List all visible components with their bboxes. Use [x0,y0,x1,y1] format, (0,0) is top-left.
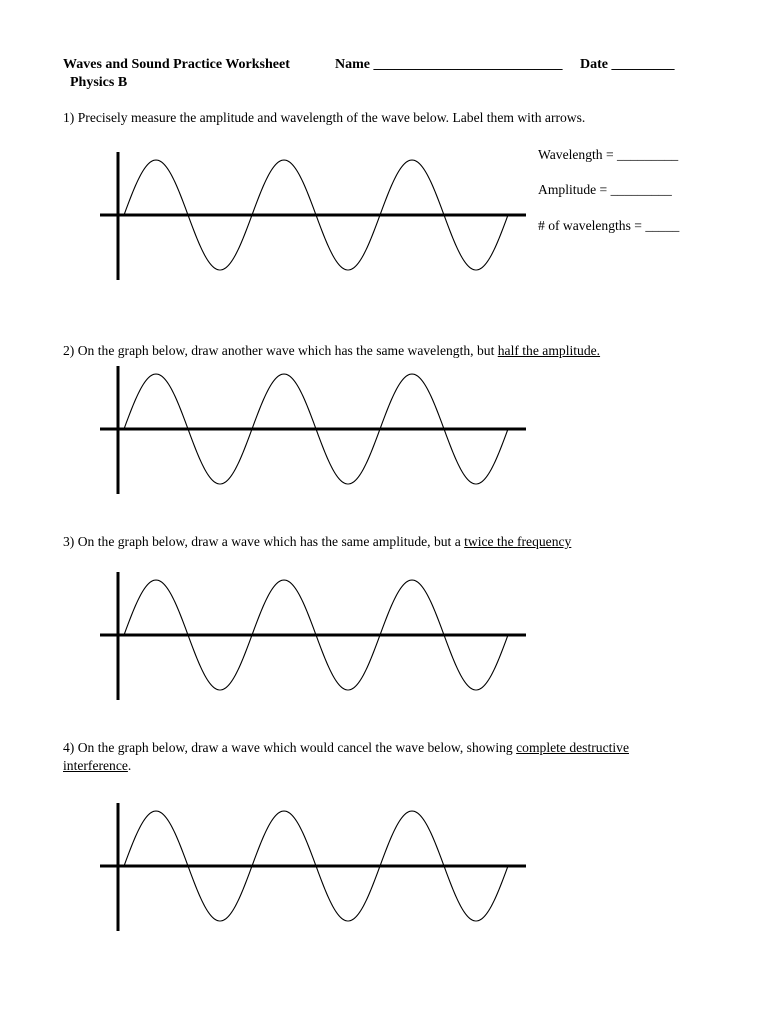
question-4-emphasis: complete destructive [516,740,629,755]
wavelength-field[interactable]: Wavelength = _________ [538,147,679,162]
question-4-number: 4) [63,740,75,755]
question-4-continuation: interference. [63,758,131,774]
question-3-emphasis: twice the frequency [464,534,572,549]
sine-wave [123,579,509,691]
wave-graph-1 [100,152,526,280]
question-4-text: On the graph below, draw a wave which wo… [77,740,517,755]
wave-graph-4 [100,803,526,931]
question-1-number: 1) [63,110,75,125]
question-3-number: 3) [63,534,75,549]
question-2: 2) On the graph below, draw another wave… [63,343,600,359]
sine-wave [123,373,509,485]
question-2-text: On the graph below, draw another wave wh… [77,343,498,358]
wavelength-count-field[interactable]: # of wavelengths = _____ [538,218,680,233]
sine-wave [123,159,509,271]
name-field[interactable]: Name ___________________________ [335,57,563,72]
sine-wave [123,810,509,922]
question-2-emphasis: half the amplitude. [497,343,601,358]
question-2-number: 2) [63,343,75,358]
amplitude-field[interactable]: Amplitude = _________ [538,182,672,197]
question-3: 3) On the graph below, draw a wave which… [63,534,571,550]
question-1: 1) Precisely measure the amplitude and w… [63,110,585,126]
course-label: Physics B [70,75,128,90]
date-field[interactable]: Date _________ [580,57,675,72]
question-1-text: Precisely measure the amplitude and wave… [77,110,586,125]
question-4: 4) On the graph below, draw a wave which… [63,740,629,756]
wave-graph-3 [100,572,526,700]
question-4-tail: . [127,758,132,773]
question-3-text: On the graph below, draw a wave which ha… [77,534,465,549]
wave-graph-2 [100,366,526,494]
question-4-emphasis-2: interference [63,758,128,773]
worksheet-title: Waves and Sound Practice Worksheet [63,57,290,72]
